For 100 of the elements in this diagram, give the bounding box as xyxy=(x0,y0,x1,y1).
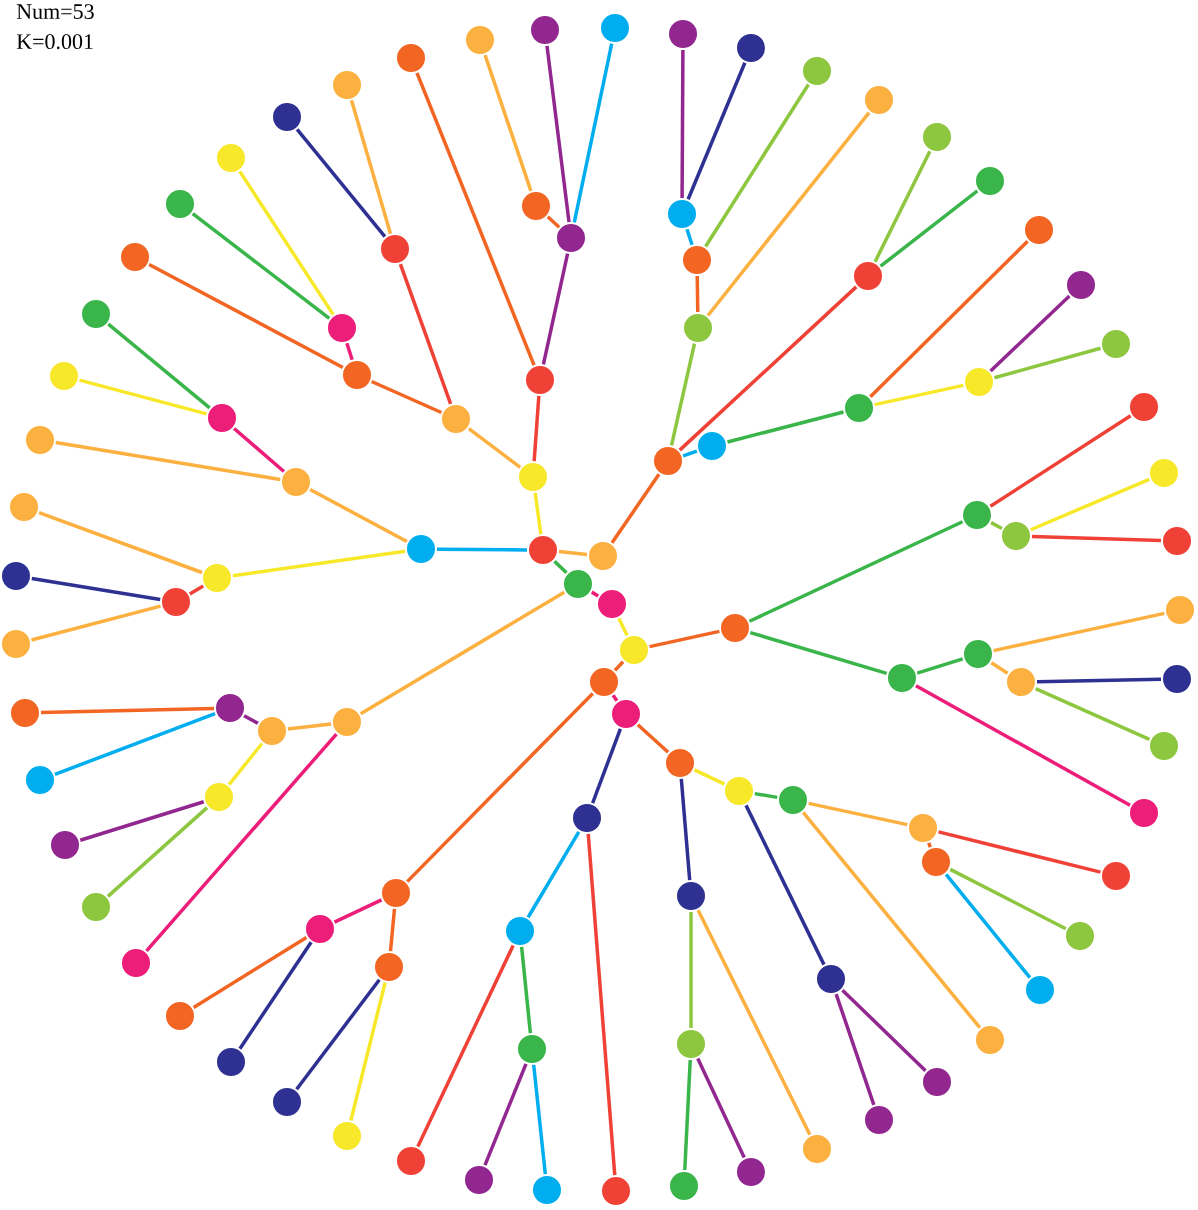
connector-line xyxy=(406,692,594,883)
connector-line xyxy=(683,1059,692,1171)
connector-line xyxy=(873,150,932,263)
circle-node xyxy=(380,877,412,909)
circle-node xyxy=(80,891,112,923)
circle-node xyxy=(80,298,112,330)
circle-node xyxy=(974,165,1006,197)
circle-node xyxy=(777,784,809,816)
connector-line xyxy=(558,549,588,557)
connector-line xyxy=(532,395,541,462)
connector-line xyxy=(31,604,161,642)
circle-node xyxy=(1148,457,1180,489)
circle-node xyxy=(24,424,56,456)
circle-node xyxy=(164,188,196,220)
connector-line xyxy=(519,946,533,1034)
circle-node xyxy=(675,1028,707,1060)
connector-line xyxy=(949,867,1067,931)
connector-line xyxy=(238,170,335,316)
connector-line xyxy=(704,83,810,248)
circle-node xyxy=(1065,269,1097,301)
connector-line xyxy=(388,908,397,952)
connector-line xyxy=(696,1057,746,1159)
connector-line xyxy=(345,342,354,361)
connector-line xyxy=(993,346,1102,380)
connector-line xyxy=(695,276,700,313)
connector-line xyxy=(927,842,932,848)
circle-node xyxy=(587,540,619,572)
connector-line xyxy=(591,728,623,804)
circle-node xyxy=(215,1046,247,1078)
connector-line xyxy=(727,410,844,444)
connector-line xyxy=(610,473,661,544)
circle-node xyxy=(815,963,847,995)
circle-node xyxy=(256,715,288,747)
annotation-text: Num=53 xyxy=(16,4,94,19)
connector-line xyxy=(232,549,406,578)
connector-line xyxy=(227,742,264,786)
connector-line xyxy=(415,72,536,366)
circle-node xyxy=(395,1145,427,1177)
circle-node xyxy=(652,445,684,477)
circle-node xyxy=(1024,974,1056,1006)
connector-line xyxy=(40,706,215,715)
annotation-text: K=0.001 xyxy=(16,34,93,50)
circle-node xyxy=(596,588,628,620)
connector-line xyxy=(295,128,387,238)
connector-line xyxy=(989,414,1132,508)
circle-node xyxy=(667,18,699,50)
circle-node xyxy=(682,312,714,344)
circle-node xyxy=(863,84,895,116)
connector-line xyxy=(693,768,726,786)
circle-node xyxy=(610,698,642,730)
connector-line xyxy=(879,189,979,268)
connector-line xyxy=(696,909,812,1136)
circle-node xyxy=(571,802,603,834)
connector-line xyxy=(106,806,209,898)
connector-line xyxy=(295,978,381,1091)
circle-node xyxy=(341,359,373,391)
circle-node xyxy=(801,55,833,87)
connector-line xyxy=(148,262,344,370)
connector-line xyxy=(678,285,858,452)
connector-line xyxy=(669,343,697,446)
circle-node xyxy=(516,1033,548,1065)
connector-line xyxy=(145,732,338,953)
circle-node xyxy=(719,612,751,644)
connector-line xyxy=(572,43,614,223)
connector-line xyxy=(1031,534,1162,543)
connector-line xyxy=(989,294,1071,373)
circle-node xyxy=(1148,730,1180,762)
circle-node xyxy=(863,1104,895,1136)
connector-line xyxy=(287,722,332,731)
circle-node xyxy=(164,1000,196,1032)
circle-node xyxy=(801,1133,833,1165)
connector-line xyxy=(232,427,286,473)
connector-line xyxy=(834,993,876,1106)
connector-line xyxy=(333,898,383,924)
circle-node xyxy=(201,562,233,594)
connector-line xyxy=(483,54,533,192)
circle-node xyxy=(843,392,875,424)
connector-line xyxy=(749,630,888,676)
connector-line xyxy=(467,427,522,469)
connector-line xyxy=(801,811,982,1029)
circle-node xyxy=(531,1174,563,1206)
connector-line xyxy=(841,988,927,1073)
circle-node xyxy=(1128,391,1160,423)
circle-node xyxy=(504,915,536,947)
circle-node xyxy=(1000,520,1032,552)
circle-node xyxy=(464,24,496,56)
circle-node xyxy=(326,312,358,344)
connector-line xyxy=(915,684,1131,807)
connector-line xyxy=(993,611,1165,653)
connector-line xyxy=(744,804,826,966)
circle-node xyxy=(524,364,556,396)
circle-node xyxy=(331,1120,363,1152)
circle-node xyxy=(379,233,411,265)
connector-line xyxy=(545,45,571,223)
circle-node xyxy=(675,880,707,912)
circle-node xyxy=(723,775,755,807)
connector-line xyxy=(874,383,964,407)
connector-line xyxy=(689,912,693,1028)
connector-line xyxy=(359,590,566,716)
connector-line xyxy=(531,1064,548,1175)
